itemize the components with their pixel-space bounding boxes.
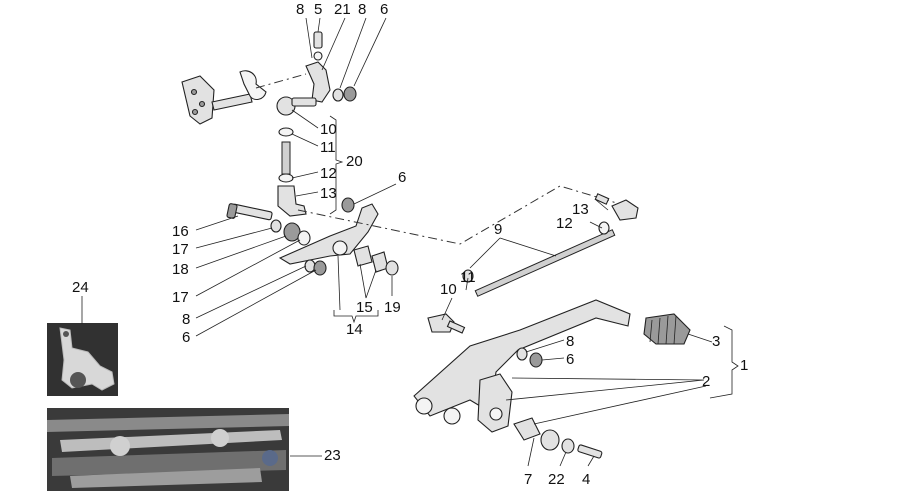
callout-19: 19 [384, 299, 401, 316]
nut-6-main [529, 352, 543, 368]
callout-8: 8 [358, 1, 366, 18]
callout-10: 10 [440, 281, 457, 298]
gear-lever-arm [413, 299, 631, 417]
bushing-15a [353, 245, 373, 267]
callout-15: 15 [356, 299, 373, 316]
callout-22: 22 [548, 471, 565, 488]
callout-5: 5 [314, 1, 322, 18]
upper-bracket [305, 61, 331, 103]
middle-lever-assembly [226, 197, 399, 324]
footpeg-plate [181, 75, 215, 125]
right-rod-assembly [427, 193, 639, 334]
callout-13: 13 [320, 185, 337, 202]
washer-22 [561, 438, 575, 454]
adjust-rod [281, 141, 291, 175]
bolt-5 [313, 31, 323, 49]
callout-2: 2 [702, 373, 710, 390]
callout-6: 6 [380, 1, 388, 18]
callout-11: 11 [320, 139, 336, 156]
callout-12: 12 [320, 165, 337, 182]
washer-17 [270, 219, 282, 233]
callout-18: 18 [172, 261, 189, 278]
bushing-18 [283, 222, 301, 242]
callout-21: 21 [334, 1, 351, 18]
callout-24: 24 [72, 279, 89, 296]
callout-9: 9 [494, 221, 502, 238]
callout-1: 1 [740, 357, 748, 374]
callout-7: 7 [524, 471, 532, 488]
photo-inset-23 [47, 408, 289, 491]
callout-10: 10 [320, 121, 337, 138]
nut-6 [343, 86, 357, 102]
callout-14: 14 [346, 321, 363, 338]
callout-6: 6 [566, 351, 574, 368]
bolt-4 [577, 444, 603, 459]
callout-20: 20 [346, 153, 363, 170]
callout-6: 6 [182, 329, 190, 346]
callout-12: 12 [556, 215, 573, 232]
callout-16: 16 [172, 223, 189, 240]
callout-3: 3 [712, 333, 720, 350]
washer-8 [332, 88, 344, 102]
washer-8-lower [304, 259, 316, 273]
rod-end-upper [611, 199, 639, 221]
callout-11: 11 [460, 269, 476, 286]
leader-lines [81, 17, 713, 467]
lower-joint [277, 185, 307, 217]
retaining-clip [239, 70, 267, 101]
callout-13: 13 [572, 201, 589, 218]
callout-17: 17 [172, 241, 189, 258]
nut-6-middle [341, 197, 355, 213]
lever-lower-hub [477, 373, 513, 433]
main-gear-lever [413, 299, 739, 459]
callout-17: 17 [172, 289, 189, 306]
washer-19 [385, 260, 399, 276]
bushing-7 [513, 417, 541, 441]
callout-4: 4 [582, 471, 590, 488]
washer-8-main [516, 347, 528, 361]
footpeg-stud [211, 93, 253, 111]
callout-23: 23 [324, 447, 341, 464]
callout-6: 6 [398, 169, 406, 186]
intermediate-lever [278, 203, 379, 265]
photo-inset-24 [47, 323, 118, 396]
callout-8: 8 [182, 311, 190, 328]
gear-rod-9 [474, 229, 616, 297]
washer-22-outer [540, 429, 560, 451]
nut-6-lower [313, 260, 327, 276]
callout-labels: 8 5 21 8 6 10 11 20 12 13 6 16 17 18 17 … [72, 1, 748, 488]
bolt-16 [231, 203, 273, 221]
upper-linkage-assembly [181, 31, 357, 217]
callout-8: 8 [296, 1, 304, 18]
callout-8: 8 [566, 333, 574, 350]
